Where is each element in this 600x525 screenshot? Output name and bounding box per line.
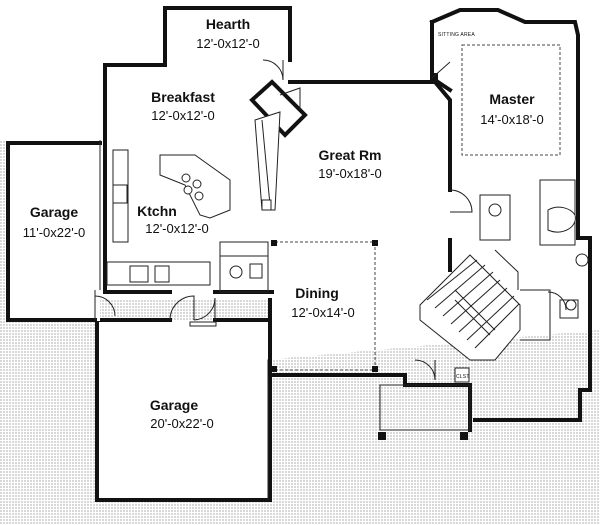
- garage-main-name: Garage: [150, 397, 198, 413]
- foyer-stair: [378, 254, 521, 440]
- garage-side-area: [6, 140, 102, 322]
- fireplace: [249, 79, 308, 211]
- breakfast-name: Breakfast: [151, 89, 215, 105]
- hearth-dims: 12'-0x12'-0: [196, 36, 260, 51]
- master-dims: 14'-0x18'-0: [480, 112, 544, 127]
- sitting-area-label: SITTING AREA: [438, 32, 475, 38]
- great-room-dims: 19'-0x18'-0: [318, 166, 382, 181]
- garage-main-dims: 20'-0x22'-0: [150, 416, 214, 431]
- kitchen-breakfast-block: [94, 6, 292, 327]
- garage-side-name: Garage: [30, 204, 78, 220]
- dining-name: Dining: [295, 285, 339, 301]
- kitchen-dims: 12'-0x12'-0: [145, 221, 209, 236]
- hearth-name: Hearth: [206, 16, 250, 32]
- dining-dims: 12'-0x14'-0: [291, 305, 355, 320]
- great-room-name: Great Rm: [318, 147, 381, 163]
- closet-label: CLST: [456, 374, 470, 380]
- master-name: Master: [489, 91, 535, 107]
- kitchen-name: Ktchn: [137, 203, 177, 219]
- garage-side-dims: 11'-0x22'-0: [23, 225, 86, 240]
- great-room-dining-block: [268, 80, 473, 377]
- breakfast-dims: 12'-0x12'-0: [151, 108, 215, 123]
- master-suite: [429, 8, 592, 422]
- room-labels: Hearth 12'-0x12'-0 Breakfast 12'-0x12'-0…: [23, 16, 544, 431]
